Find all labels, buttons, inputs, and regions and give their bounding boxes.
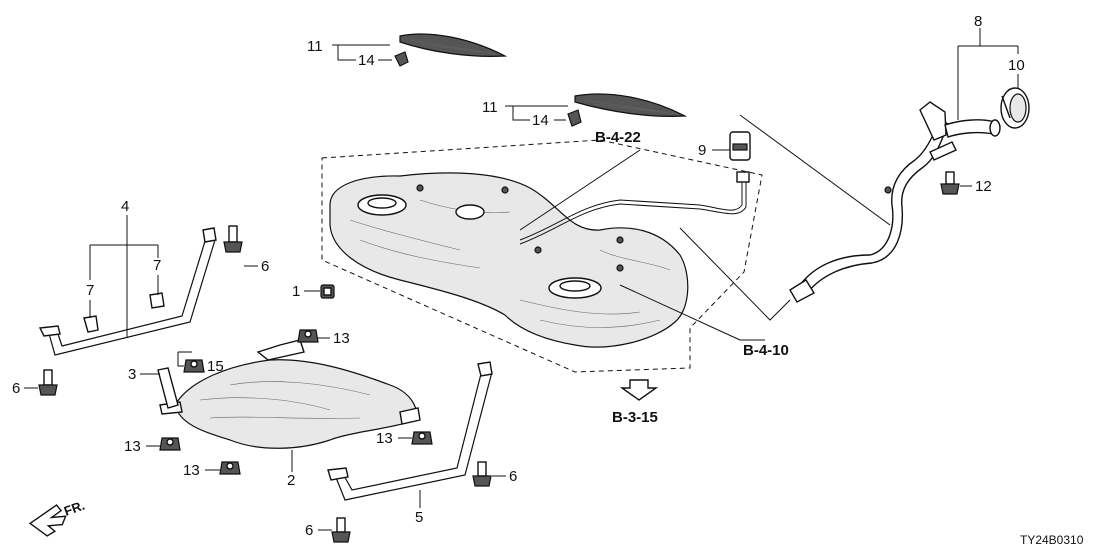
callout-7-b: 7 [153, 257, 161, 274]
vent-pipe [519, 180, 743, 241]
bolt-6-a [223, 225, 243, 253]
callout-8: 8 [974, 13, 982, 30]
fuel-tank [329, 172, 689, 348]
callout-9: 9 [698, 142, 706, 159]
callout-13-a: 13 [333, 330, 350, 347]
tank-strap-left [38, 227, 217, 356]
grommet-15 [183, 359, 205, 373]
callout-3: 3 [128, 366, 136, 383]
front-arrow-icon [28, 504, 67, 537]
callout-7-a: 7 [86, 282, 94, 299]
callout-2: 2 [287, 472, 295, 489]
callout-6-a: 6 [261, 258, 269, 275]
callout-14-a: 14 [358, 52, 375, 69]
bolt-6-b [38, 369, 58, 396]
reference-arrow-icon [619, 379, 659, 401]
tank-strap-right [327, 361, 493, 501]
callout-10: 10 [1008, 57, 1025, 74]
bracket [157, 367, 179, 409]
callout-15: 15 [207, 358, 224, 375]
nut-13-d [411, 431, 433, 445]
front-indicator-label: FR. [62, 498, 87, 519]
callout-13-d: 13 [376, 430, 393, 447]
callout-11-b: 11 [482, 99, 498, 116]
tank-assembly-boundary [321, 139, 763, 373]
breather-fitting [729, 131, 751, 161]
callout-13-b: 13 [124, 438, 141, 455]
callout-1: 1 [292, 283, 300, 300]
diagram-code: TY24B0310 [1020, 533, 1084, 547]
reference-b-4-10[interactable]: B-4-10 [743, 342, 789, 359]
callout-6-d: 6 [305, 522, 313, 539]
heat-shield [159, 339, 421, 449]
bolt-6-d [331, 517, 351, 543]
filler-cap [1000, 87, 1030, 129]
reference-b-3-15[interactable]: B-3-15 [612, 409, 658, 426]
bolt-12 [940, 171, 960, 195]
clip [320, 284, 335, 299]
callout-12: 12 [975, 178, 992, 195]
bolt-6-c [472, 461, 492, 487]
callout-5: 5 [415, 509, 423, 526]
reference-b-4-22[interactable]: B-4-22 [595, 129, 641, 146]
callout-4: 4 [121, 198, 129, 215]
leader-lines [24, 28, 1019, 531]
callout-6-b: 6 [12, 380, 20, 397]
fuel-filler-pipe [789, 101, 1001, 303]
nut-13-c [219, 461, 241, 475]
insulator-pad-upper [394, 33, 508, 67]
callout-11-a: 11 [307, 38, 323, 55]
insulator-pad-lower [567, 93, 688, 127]
callout-13-c: 13 [183, 462, 200, 479]
callout-6-c: 6 [509, 468, 517, 485]
nut-13-a [297, 329, 319, 343]
nut-13-b [159, 437, 181, 451]
callout-14-b: 14 [532, 112, 549, 129]
